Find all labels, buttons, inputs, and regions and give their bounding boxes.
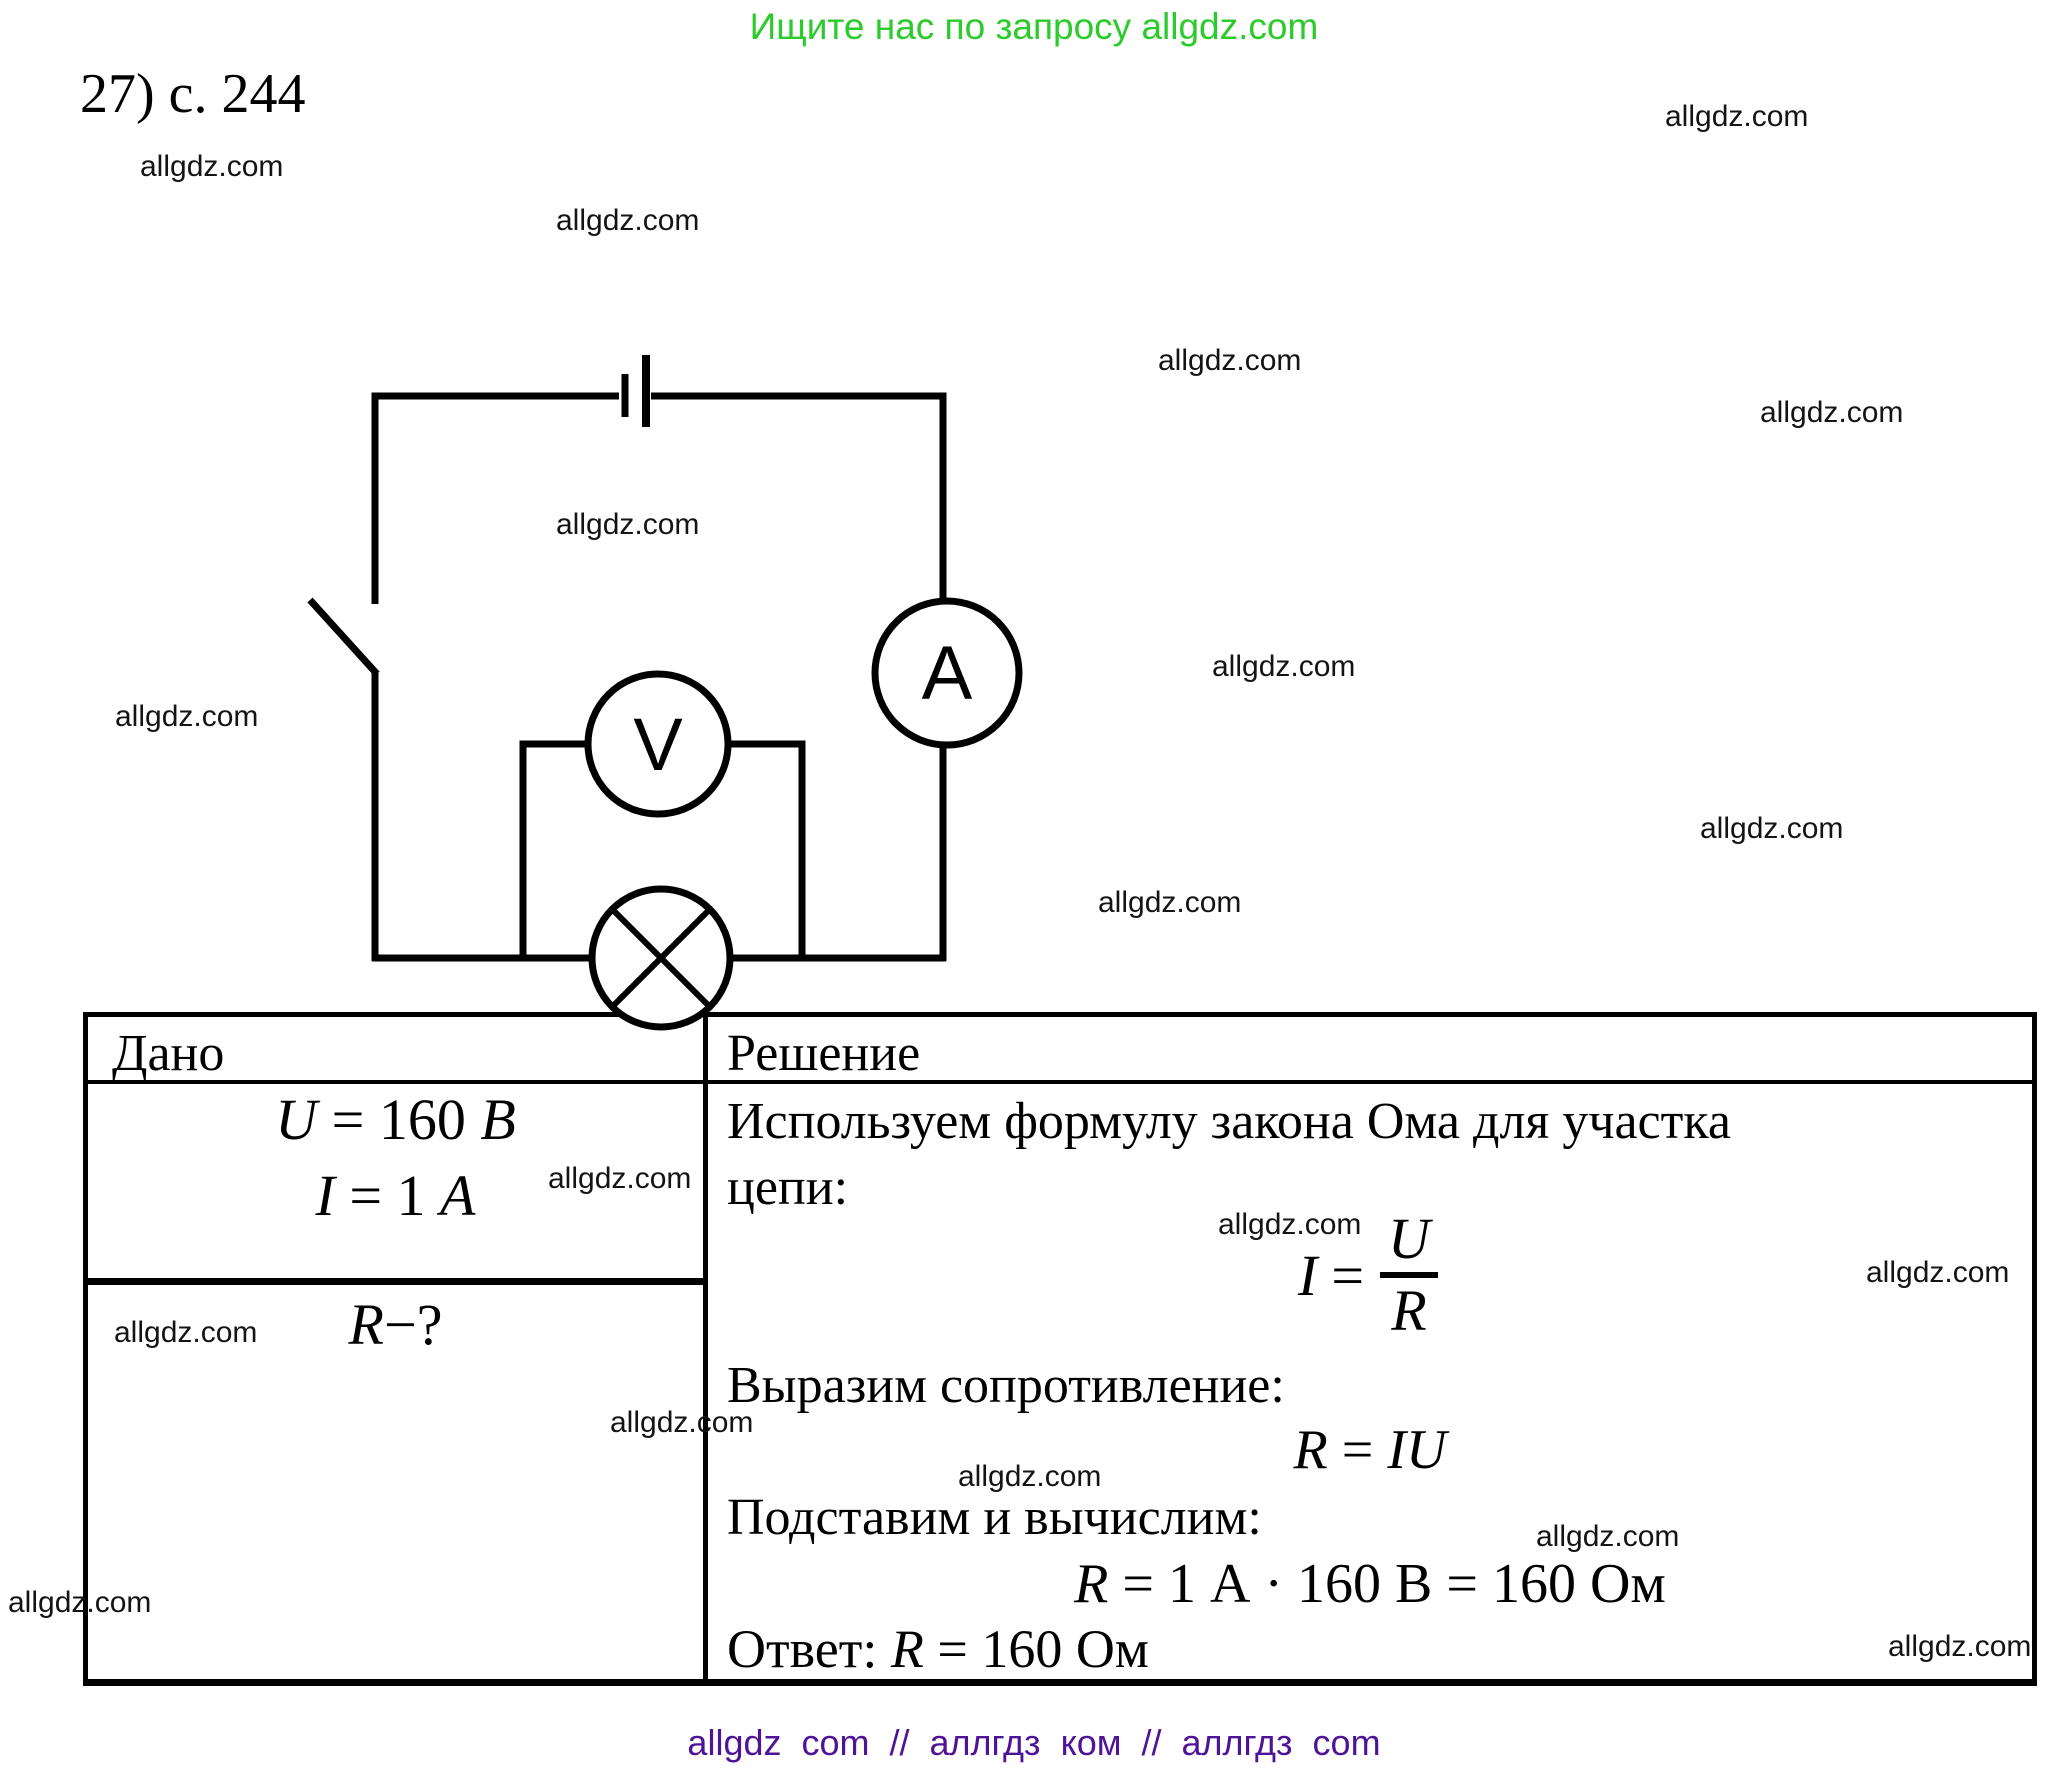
ammeter-label: A (921, 630, 973, 716)
solution-line-4: Подставим и вычислим: (727, 1489, 1262, 1546)
equals-sign: = (1122, 1553, 1154, 1615)
calculation-line: R = 1 А · 160 В = 160 Ом (708, 1552, 2032, 1616)
current-value: 1 (396, 1163, 426, 1228)
resistance-symbol: R (348, 1292, 384, 1357)
wire (727, 740, 806, 961)
answer-prefix: Ответ: (727, 1619, 878, 1679)
resistance-symbol: R (890, 1619, 924, 1679)
voltage-unit: В (480, 1087, 516, 1152)
given-section-divider (88, 1278, 703, 1285)
watermark: allgdz.com (114, 1316, 258, 1349)
watermark: allgdz.com (1760, 396, 1904, 429)
watermark: allgdz.com (8, 1586, 152, 1619)
voltage-symbol: U (275, 1087, 318, 1152)
ohms-law-formula: I = U R (1298, 1206, 1438, 1344)
equals-sign: = (1341, 1419, 1374, 1481)
fraction-denominator: R (1391, 1278, 1427, 1343)
watermark: allgdz.com (1888, 1630, 2032, 1663)
equals-sign: = (1331, 1242, 1365, 1308)
question-mark: −? (383, 1292, 443, 1357)
wire (519, 740, 589, 961)
resistance-symbol: R (1293, 1419, 1328, 1481)
calculation-rhs: 1 А · 160 В = 160 Ом (1167, 1553, 1666, 1615)
watermark: allgdz.com (548, 1162, 692, 1195)
equals-sign: = (349, 1163, 383, 1228)
watermark: allgdz.com (1098, 886, 1242, 919)
watermark: allgdz.com (1536, 1520, 1680, 1553)
lamp-icon (588, 885, 734, 1031)
watermark: allgdz.com (556, 204, 700, 237)
voltmeter-label: V (633, 702, 683, 786)
watermark: allgdz.com (556, 508, 700, 541)
current-symbol: I (1298, 1242, 1318, 1308)
switch-icon (307, 597, 380, 677)
watermark: allgdz.com (1665, 100, 1809, 133)
current-symbol: I (315, 1163, 335, 1228)
equals-sign: = (331, 1087, 365, 1152)
fraction: U R (1380, 1206, 1438, 1344)
current-unit: А (440, 1163, 476, 1228)
solution-line-2: цепи: (727, 1159, 849, 1216)
solution-table (83, 1012, 2037, 1686)
promo-banner: Ищите нас по запросу allgdz.com (749, 6, 1319, 47)
lamp-cross-icon (609, 906, 713, 1010)
table-column-divider (703, 1017, 708, 1679)
watermark: allgdz.com (958, 1460, 1102, 1493)
wire (371, 392, 619, 604)
fraction-bar (1380, 1272, 1438, 1278)
given-header: Дано (112, 1025, 225, 1082)
watermark: allgdz.com (1212, 650, 1356, 683)
given-voltage: U = 160 В (88, 1086, 703, 1153)
find-resistance: R−? (88, 1291, 703, 1358)
watermark: allgdz.com (1218, 1208, 1362, 1241)
resistance-symbol: R (1074, 1553, 1109, 1615)
solution-header: Решение (727, 1025, 921, 1082)
answer-line: Ответ: R = 160 Ом (727, 1618, 1149, 1680)
watermark: allgdz.com (1158, 344, 1302, 377)
expression-rhs: IU (1387, 1419, 1447, 1481)
problem-number: 27) с. 244 (80, 63, 306, 125)
watermark: allgdz.com (610, 1406, 754, 1439)
answer-value: = 160 Ом (937, 1619, 1149, 1679)
watermark: allgdz.com (1700, 812, 1844, 845)
footer-links: allgdz com // аллгдз ком // аллгдз com (687, 1722, 1381, 1763)
watermark: allgdz.com (1866, 1256, 2010, 1289)
watermark: allgdz.com (115, 700, 259, 733)
solution-line-3: Выразим сопротивление: (727, 1357, 1285, 1414)
wire (651, 392, 947, 602)
watermark: allgdz.com (140, 150, 284, 183)
given-current: I = 1 А (88, 1162, 703, 1229)
solution-line-1: Используем формулу закона Ома для участк… (727, 1093, 1731, 1150)
resistance-expression: R = IU (708, 1418, 2032, 1482)
fraction-numerator: U (1388, 1206, 1430, 1271)
voltage-value: 160 (378, 1087, 466, 1152)
table-header-divider (88, 1080, 2032, 1084)
